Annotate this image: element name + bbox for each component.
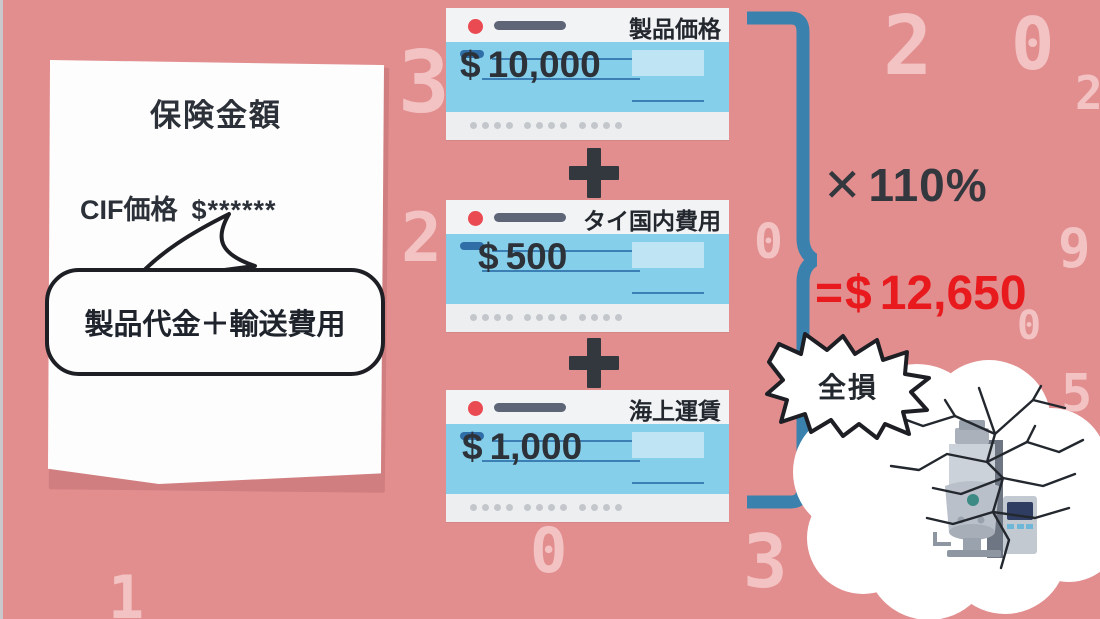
- card-footer: [446, 304, 729, 332]
- card-label: 製品価格: [629, 16, 721, 42]
- card-amount: $500: [478, 236, 567, 278]
- multiplier-value: 110%: [868, 159, 988, 211]
- footer-dots: [524, 122, 567, 129]
- total-loss-starburst: [765, 332, 931, 440]
- document-card-thai-domestic-cost[interactable]: タイ国内費用 $500: [446, 200, 729, 332]
- background-digit: 9: [1058, 217, 1091, 280]
- footer-dots: [470, 504, 513, 511]
- footer-dots: [524, 504, 567, 511]
- headline-bar-icon: [494, 213, 566, 222]
- background-digit: 2: [401, 199, 442, 278]
- currency-symbol: $: [462, 426, 483, 467]
- background-digit: 0: [1011, 2, 1055, 86]
- rule-line: [492, 58, 638, 60]
- amount-value: 1,000: [489, 426, 583, 467]
- card-footer: [446, 112, 729, 140]
- rule-line: [632, 100, 704, 102]
- red-dot-icon: [468, 401, 483, 416]
- card-header: [446, 8, 729, 42]
- rule-line: [492, 440, 638, 442]
- amount-value: 10,000: [487, 44, 601, 85]
- plus-icon: [569, 148, 619, 198]
- footer-dots: [470, 122, 513, 129]
- speech-bubble-text: 製品代金＋輸送費用: [84, 309, 346, 341]
- red-dot-icon: [468, 211, 483, 226]
- speech-bubble: 製品代金＋輸送費用: [45, 268, 385, 376]
- result-currency: $: [845, 267, 872, 320]
- footer-dots: [579, 122, 622, 129]
- rule-line: [482, 270, 640, 272]
- red-dot-icon: [468, 19, 483, 34]
- body-tab-icon: [460, 50, 484, 58]
- rule-line: [482, 460, 640, 462]
- card-label: 海上運賃: [629, 398, 721, 424]
- card-header: [446, 200, 729, 234]
- background-digit: 1: [108, 563, 145, 619]
- amount-value: 500: [505, 236, 568, 277]
- footer-dots: [524, 314, 567, 321]
- card-body: [446, 234, 729, 304]
- card-body: [446, 42, 729, 112]
- rule-line: [482, 78, 640, 80]
- background-digit: 2: [1075, 66, 1100, 120]
- page-title: 保険金額: [150, 98, 282, 133]
- card-label: タイ国内費用: [583, 208, 721, 234]
- multiplier-expression: ✕110%: [823, 158, 988, 212]
- background-digit: 0: [530, 514, 568, 587]
- cif-price-line: CIF価格 $******: [80, 188, 277, 227]
- body-tab-icon: [460, 242, 484, 250]
- crack-overlay: [889, 384, 1085, 570]
- footer-dots: [579, 314, 622, 321]
- background-digit: 2: [883, 0, 933, 94]
- multiply-icon: ✕: [823, 159, 863, 211]
- body-block-icon: [632, 242, 704, 268]
- rule-line: [632, 482, 704, 484]
- currency-symbol: $: [460, 44, 481, 85]
- card-amount: $1,000: [462, 426, 582, 468]
- headline-bar-icon: [494, 403, 566, 412]
- currency-symbol: $: [478, 236, 499, 277]
- total-result: =$12,650: [815, 266, 1027, 321]
- result-amount: 12,650: [879, 267, 1027, 320]
- body-block-icon: [632, 50, 704, 76]
- rule-line: [632, 292, 704, 294]
- background-digit: 3: [743, 519, 788, 605]
- card-amount: $10,000: [460, 44, 601, 86]
- cif-price-label: CIF価格: [80, 195, 178, 225]
- card-footer: [446, 494, 729, 522]
- body-tab-icon: [460, 432, 484, 440]
- background-digit: 3: [398, 33, 450, 133]
- plus-icon: [569, 338, 619, 388]
- document-card-ocean-freight[interactable]: 海上運賃 $1,000: [446, 390, 729, 522]
- equals-icon: =: [815, 267, 844, 320]
- card-body: [446, 424, 729, 494]
- footer-dots: [579, 504, 622, 511]
- card-header: [446, 390, 729, 424]
- rule-line: [492, 250, 638, 252]
- body-block-icon: [632, 432, 704, 458]
- headline-bar-icon: [494, 21, 566, 30]
- document-card-product-price[interactable]: 製品価格 $10,000: [446, 8, 729, 140]
- footer-dots: [470, 314, 513, 321]
- cif-price-amount: $******: [191, 195, 277, 225]
